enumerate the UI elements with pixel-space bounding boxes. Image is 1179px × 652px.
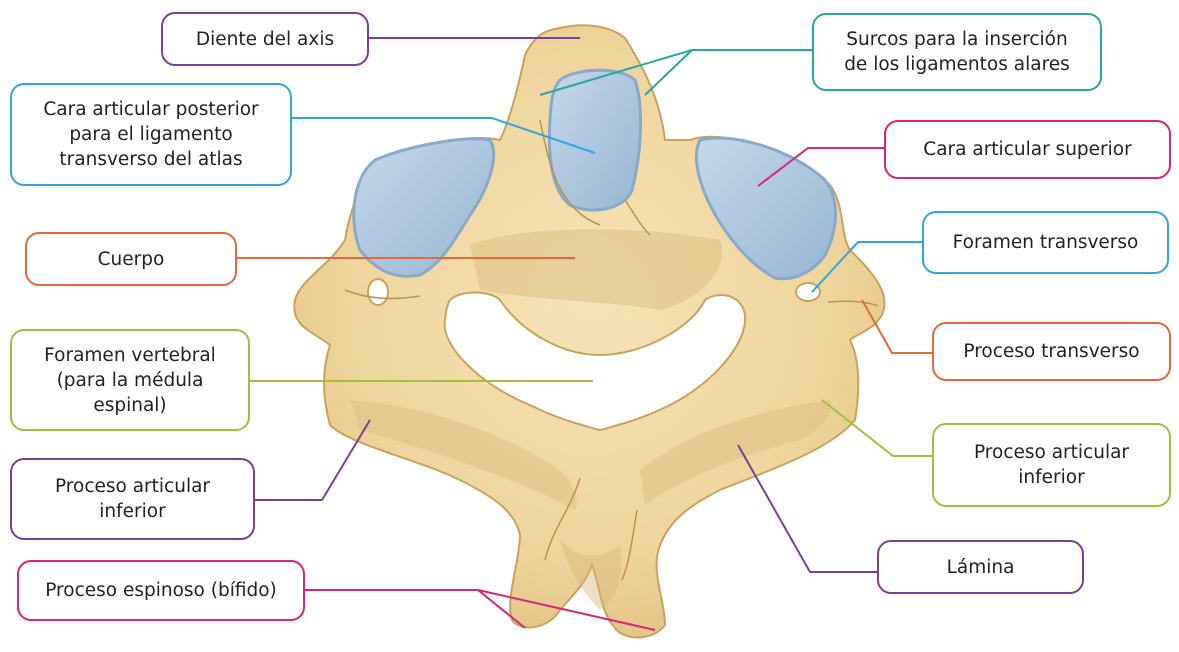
label-diente-axis: Diente del axis — [161, 12, 369, 66]
facet-dens-posterior — [547, 68, 643, 212]
leader-surcos-b — [644, 49, 693, 96]
contour-line — [624, 199, 651, 236]
leader-foramen-transverso — [811, 241, 922, 293]
label-cuerpo: Cuerpo — [25, 232, 237, 286]
label-surcos: Surcos para la inserción de los ligament… — [812, 13, 1102, 91]
label-proceso-articular-inferior-left: Proceso articular inferior — [10, 458, 255, 540]
label-cara-articular-superior: Cara articular superior — [884, 120, 1171, 179]
label-text: Lámina — [946, 556, 1015, 578]
leader-proceso-articular-inferior-right — [821, 399, 932, 457]
facet-superior-left — [352, 137, 495, 278]
label-text: Proceso articular inferior — [54, 476, 211, 522]
label-text: Proceso transverso — [963, 341, 1140, 362]
label-text: Proceso articular inferior — [973, 442, 1130, 488]
body-shading — [470, 229, 722, 310]
foramen-transverso-right — [795, 282, 821, 302]
label-text: Cara articular posterior para el ligamen… — [43, 99, 259, 170]
label-proceso-articular-inferior-right: Proceso articular inferior — [932, 423, 1171, 507]
label-proceso-espinoso: Proceso espinoso (bífido) — [17, 560, 305, 621]
foramen-vertebral-hole — [443, 291, 747, 432]
label-text: Cara articular superior — [923, 139, 1132, 160]
leader-cara-superior — [757, 147, 885, 187]
label-lamina: Lámina — [877, 540, 1084, 594]
label-foramen-vertebral: Foramen vertebral (para la médula espina… — [10, 329, 250, 431]
label-text: Cuerpo — [97, 248, 165, 270]
spinous-shading — [560, 540, 622, 610]
label-text: Diente del axis — [195, 28, 335, 50]
contour-line — [544, 477, 581, 561]
leader-proceso-articular-inferior-left — [255, 419, 371, 501]
contour-line — [344, 289, 421, 300]
leader-cara-posterior — [292, 117, 596, 154]
leader-lamina — [737, 444, 877, 573]
leader-espinoso-b — [477, 589, 656, 631]
label-text: Foramen vertebral (para la médula espina… — [44, 344, 216, 416]
label-foramen-transverso: Foramen transverso — [922, 211, 1169, 274]
foramen-transverso-left — [367, 278, 389, 306]
contour-line — [827, 300, 879, 307]
lamina-shading-right — [640, 400, 831, 505]
label-text: Proceso espinoso (bífido) — [45, 580, 277, 601]
leader-proceso-transverso — [861, 299, 932, 354]
label-cara-articular-posterior: Cara articular posterior para el ligamen… — [10, 83, 292, 186]
lamina-shading-left — [350, 400, 577, 510]
label-text: Surcos para la inserción de los ligament… — [844, 29, 1070, 75]
contour-line — [621, 509, 638, 581]
leader-espinoso-a — [305, 589, 526, 629]
label-text: Foramen transverso — [952, 232, 1139, 253]
label-proceso-transverso: Proceso transverso — [932, 322, 1171, 381]
